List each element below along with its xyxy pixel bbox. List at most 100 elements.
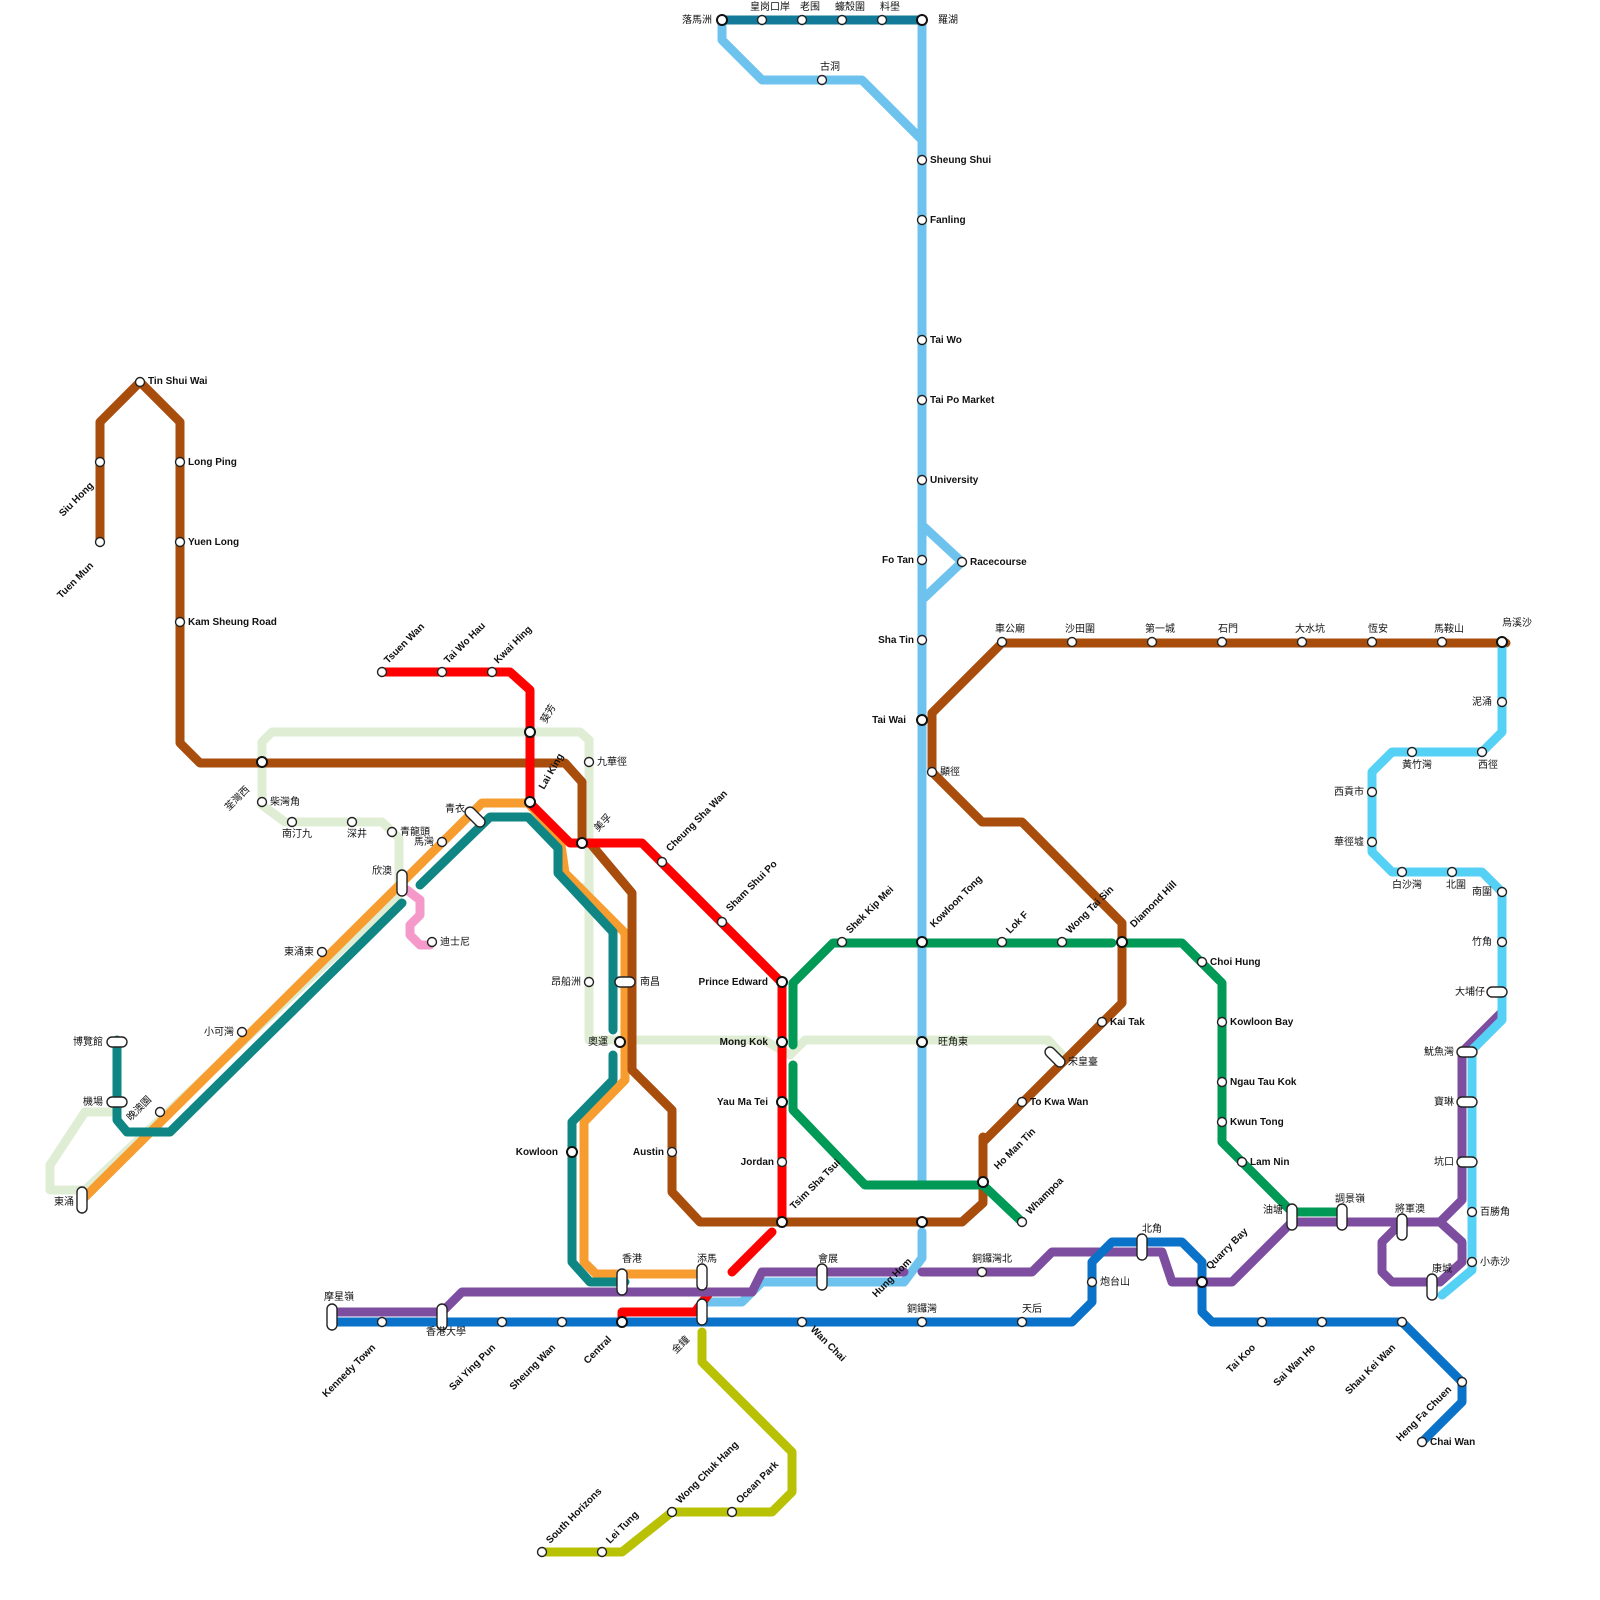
- station-ocean-park[interactable]: [726, 1506, 738, 1518]
- station-siu-hong[interactable]: [94, 456, 106, 468]
- station-mui-wo-tko[interactable]: [1456, 1046, 1478, 1058]
- station-mong-kok[interactable]: [776, 1036, 788, 1048]
- station-nam-ting-kau[interactable]: [286, 816, 298, 828]
- station-sai-keng[interactable]: [1476, 746, 1488, 758]
- station-tseung-kwan-o[interactable]: [1396, 1213, 1408, 1241]
- station-tai-ho-wan[interactable]: [236, 1026, 248, 1038]
- station-kwai-hing[interactable]: [486, 666, 498, 678]
- station-lam-tin[interactable]: [1236, 1156, 1248, 1168]
- station-airport[interactable]: [106, 1096, 128, 1108]
- station-pak-kong[interactable]: [1446, 866, 1458, 878]
- station-wong-chuk-wan[interactable]: [1406, 746, 1418, 758]
- station-mei-foo[interactable]: [576, 837, 588, 849]
- station-yau-ma-tei[interactable]: [776, 1096, 788, 1108]
- station-pak-sha-wan[interactable]: [1396, 866, 1408, 878]
- station-kowloon-bay[interactable]: [1216, 1016, 1228, 1028]
- station-kowloon[interactable]: [566, 1146, 578, 1158]
- station-tuen-mun[interactable]: [94, 536, 106, 548]
- station-lok-fu[interactable]: [996, 936, 1008, 948]
- station-tai-wai[interactable]: [916, 714, 928, 726]
- station-tai-koo[interactable]: [1256, 1316, 1268, 1328]
- station-lei-tung[interactable]: [596, 1546, 608, 1558]
- station-shek-mun[interactable]: [1216, 636, 1228, 648]
- station-wong-chuk-hang[interactable]: [666, 1506, 678, 1518]
- station-causeway-bay-north[interactable]: [976, 1266, 988, 1278]
- station-tsuen-wan[interactable]: [376, 666, 388, 678]
- station-lao-wai[interactable]: [796, 14, 808, 26]
- station-central[interactable]: [616, 1316, 628, 1328]
- station-wan-chai[interactable]: [796, 1316, 808, 1328]
- station-fo-tan[interactable]: [916, 554, 928, 566]
- station-tai-po-market[interactable]: [916, 394, 928, 406]
- station-lok-ma-chau[interactable]: [716, 14, 728, 26]
- station-whampoa[interactable]: [1016, 1216, 1028, 1228]
- station-kowloon-tong[interactable]: [916, 936, 928, 948]
- station-jordan[interactable]: [776, 1156, 788, 1168]
- station-sheung-wan[interactable]: [556, 1316, 568, 1328]
- station-city-one[interactable]: [1146, 636, 1158, 648]
- station-shek-kip-mei[interactable]: [836, 936, 848, 948]
- station-tsuen-wan-west[interactable]: [256, 756, 268, 768]
- station-po-lam[interactable]: [1456, 1096, 1478, 1108]
- station-sham-tseng[interactable]: [346, 816, 358, 828]
- station-mount-davis[interactable]: [326, 1303, 338, 1331]
- station-chai-wan-kok[interactable]: [256, 796, 268, 808]
- station-austin[interactable]: [666, 1146, 678, 1158]
- station-kennedy-town[interactable]: [376, 1316, 388, 1328]
- station-kam-sheung-road[interactable]: [174, 616, 186, 628]
- station-prince-edward[interactable]: [776, 976, 788, 988]
- station-siu-chik-sha[interactable]: [1466, 1256, 1478, 1268]
- station-nai-chung[interactable]: [1496, 696, 1508, 708]
- station-sha-tin-wai[interactable]: [1066, 636, 1078, 648]
- station-quarry-bay[interactable]: [1196, 1276, 1208, 1288]
- station-ma-on-shan[interactable]: [1436, 636, 1448, 648]
- station-tung-chung-east[interactable]: [316, 946, 328, 958]
- station-diamond-hill[interactable]: [1116, 936, 1128, 948]
- station-hao-he-wai[interactable]: [836, 14, 848, 26]
- station-asiaworld[interactable]: [106, 1036, 128, 1048]
- station-choi-hung[interactable]: [1196, 956, 1208, 968]
- station-wu-kai-sha[interactable]: [1496, 636, 1508, 648]
- station-tsim-sha-tsui[interactable]: [776, 1216, 788, 1228]
- station-tiu-keng-leng[interactable]: [1336, 1203, 1348, 1231]
- station-kwai-fong[interactable]: [524, 726, 536, 738]
- station-chai-wan[interactable]: [1416, 1436, 1428, 1448]
- station-university[interactable]: [916, 474, 928, 486]
- station-ma-wan[interactable]: [436, 836, 448, 848]
- station-mong-kok-east[interactable]: [916, 1036, 928, 1048]
- station-heung-yuen-wai[interactable]: [756, 14, 768, 26]
- station-sai-wan-ho[interactable]: [1316, 1316, 1328, 1328]
- station-north-point[interactable]: [1136, 1233, 1148, 1261]
- station-hku[interactable]: [436, 1303, 448, 1331]
- station-tamar[interactable]: [696, 1263, 708, 1291]
- station-wong-tai-sin[interactable]: [1056, 936, 1068, 948]
- station-fortress-hill[interactable]: [1086, 1276, 1098, 1288]
- station-ngau-tau-kok[interactable]: [1216, 1076, 1228, 1088]
- station-disneyland[interactable]: [426, 936, 438, 948]
- station-sai-kung[interactable]: [1366, 786, 1378, 798]
- station-ho-man-tin[interactable]: [977, 1176, 989, 1188]
- station-che-kung-temple[interactable]: [996, 636, 1008, 648]
- station-hang-hau[interactable]: [1456, 1156, 1478, 1168]
- station-hin-keng[interactable]: [926, 766, 938, 778]
- station-siu-ho-wan[interactable]: [154, 1106, 166, 1118]
- station-wah-king-hui[interactable]: [1366, 836, 1378, 848]
- station-kau-wa-keng[interactable]: [583, 756, 595, 768]
- station-chuk-kok[interactable]: [1496, 936, 1508, 948]
- station-sham-shui-po[interactable]: [716, 916, 728, 928]
- station-kwun-tong[interactable]: [1216, 1116, 1228, 1128]
- station-tai-wo-hau[interactable]: [436, 666, 448, 678]
- station-tin-hau[interactable]: [1016, 1316, 1028, 1328]
- station-nam-wai[interactable]: [1496, 886, 1508, 898]
- station-lai-king[interactable]: [524, 796, 536, 808]
- station-nam-cheong[interactable]: [614, 976, 636, 988]
- station-hung-hom[interactable]: [916, 1216, 928, 1228]
- station-olympic[interactable]: [614, 1036, 626, 1048]
- station-sha-tin[interactable]: [916, 634, 928, 646]
- station-sunny-bay[interactable]: [396, 869, 408, 897]
- station-tai-wo[interactable]: [916, 334, 928, 346]
- station-to-kwa-wan[interactable]: [1016, 1096, 1028, 1108]
- station-sai-ying-pun[interactable]: [496, 1316, 508, 1328]
- station-kai-tak[interactable]: [1096, 1016, 1108, 1028]
- station-tsing-lung-tau[interactable]: [386, 826, 398, 838]
